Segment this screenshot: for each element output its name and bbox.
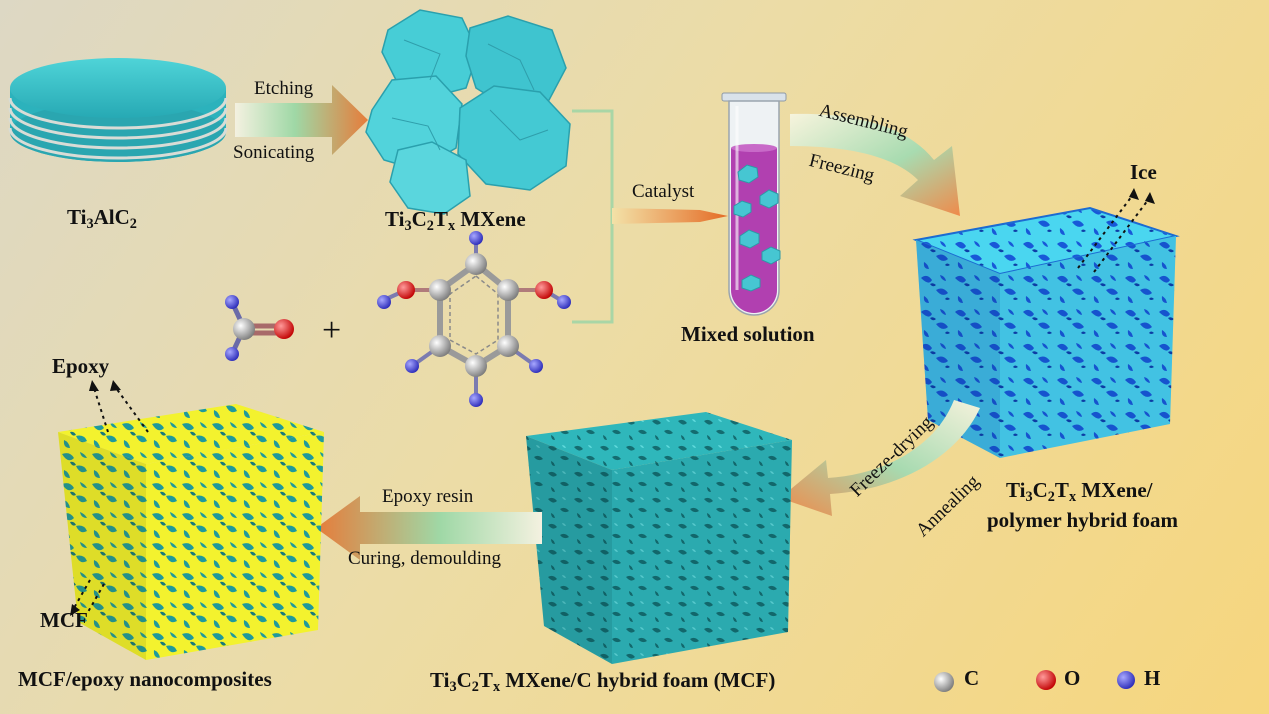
label-mxene: Ti3C2Tx MXene bbox=[385, 207, 526, 234]
legend-hydrogen-label: H bbox=[1144, 666, 1161, 690]
legend-hydrogen-atom bbox=[1117, 671, 1135, 689]
step-epoxy-resin: Epoxy resin bbox=[382, 486, 474, 507]
mcf-foam-cube bbox=[526, 412, 792, 664]
legend-oxygen-atom bbox=[1036, 670, 1056, 690]
epoxy-resin-arrow bbox=[316, 496, 542, 560]
label-nanocomposites: MCF/epoxy nanocomposites bbox=[18, 667, 272, 691]
nanocomposite-cube bbox=[58, 404, 324, 660]
catalyst-arrow bbox=[612, 208, 728, 224]
label-polymer-foam-line2: polymer hybrid foam bbox=[987, 508, 1178, 532]
test-tube bbox=[721, 92, 787, 316]
resorcinol-molecule bbox=[377, 231, 571, 407]
label-mcf-foam: Ti3C2Tx MXene/C hybrid foam (MCF) bbox=[430, 668, 776, 695]
assembling-arrow bbox=[790, 113, 960, 216]
legend-carbon-label: C bbox=[964, 666, 980, 690]
etching-arrow bbox=[235, 85, 368, 155]
ti3alc2-disc bbox=[8, 58, 228, 162]
mxene-flakes bbox=[365, 9, 571, 215]
legend-carbon-atom bbox=[934, 672, 954, 692]
label-ice: Ice bbox=[1130, 160, 1157, 184]
legend-oxygen-label: O bbox=[1064, 666, 1081, 690]
formaldehyde-molecule bbox=[225, 295, 294, 361]
step-sonicating: Sonicating bbox=[233, 142, 315, 163]
step-etching: Etching bbox=[254, 78, 314, 99]
legend-atoms bbox=[934, 670, 1135, 692]
label-mcf: MCF bbox=[40, 608, 88, 632]
step-catalyst: Catalyst bbox=[632, 181, 695, 202]
plus-sign: + bbox=[322, 312, 342, 349]
label-mixed-solution: Mixed solution bbox=[681, 322, 815, 346]
ice-pointer bbox=[1077, 195, 1149, 273]
label-epoxy: Epoxy bbox=[52, 354, 110, 378]
epoxy-pointer bbox=[73, 387, 149, 613]
label-polymer-foam-line1: Ti3C2Tx MXene/ bbox=[1006, 478, 1153, 505]
label-ti3alc2: Ti3AlC2 bbox=[67, 205, 137, 232]
merge-bracket bbox=[572, 109, 614, 324]
freeze-drying-arrow bbox=[780, 400, 980, 516]
step-curing: Curing, demoulding bbox=[348, 548, 502, 569]
polymer-foam-cube bbox=[912, 206, 1180, 458]
